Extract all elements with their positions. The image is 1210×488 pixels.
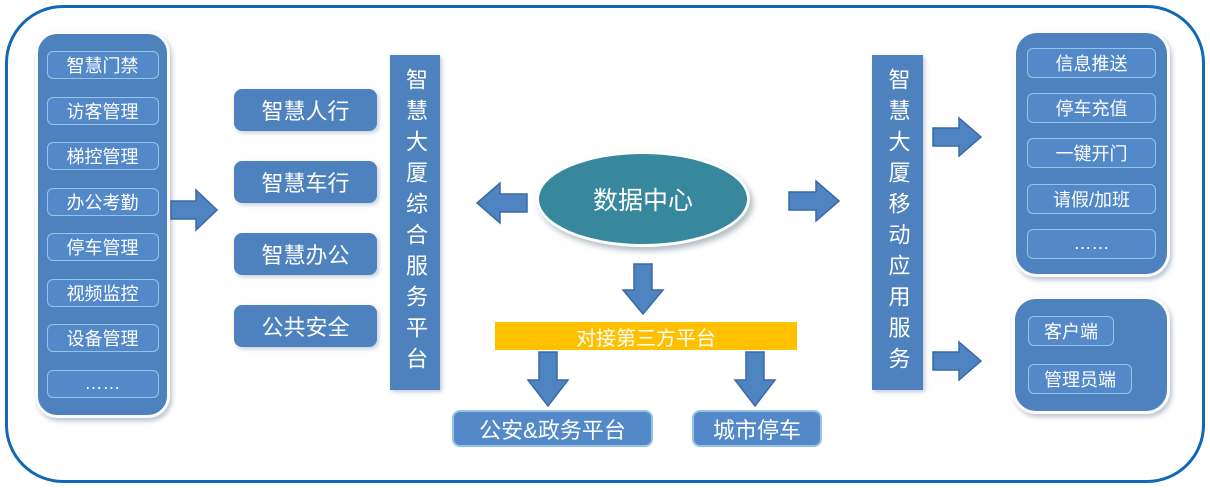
external-system-button: 公安&政务平台 xyxy=(452,410,653,447)
mobile-features-panel: 信息推送 停车充值 一键开门 请假/加班 …… xyxy=(1013,30,1170,277)
panel-item: 智慧门禁 xyxy=(46,51,159,80)
arrow-right-icon xyxy=(932,340,982,382)
panel-item-ellipsis: …… xyxy=(1027,228,1156,259)
platform-bar-label: 智慧大厦综合服务平台 xyxy=(403,67,428,378)
panel-item: 一键开门 xyxy=(1027,138,1156,169)
external-system-button: 城市停车 xyxy=(692,410,822,447)
arrow-right-icon xyxy=(170,188,218,232)
arrow-down-icon xyxy=(621,263,665,315)
panel-item: 访客管理 xyxy=(46,96,159,125)
arrow-right-icon xyxy=(932,116,982,158)
building-subsystems-panel: 智慧门禁 访客管理 梯控管理 办公考勤 停车管理 视频监控 设备管理 …… xyxy=(35,31,170,418)
platform-bar-label: 智慧大厦移动应用服务 xyxy=(885,67,911,378)
integrated-service-platform-bar: 智慧大厦综合服务平台 xyxy=(390,55,440,390)
module-button: 智慧办公 xyxy=(234,233,377,275)
module-button: 智慧人行 xyxy=(234,89,377,131)
panel-item: 客户端 xyxy=(1028,316,1114,347)
module-button: 公共安全 xyxy=(234,305,377,347)
panel-item: 请假/加班 xyxy=(1027,183,1156,214)
arrow-right-icon xyxy=(788,179,840,223)
arrow-left-icon xyxy=(476,181,528,225)
panel-item: 停车管理 xyxy=(46,233,159,262)
panel-item-ellipsis: …… xyxy=(46,369,159,398)
panel-item: 信息推送 xyxy=(1027,48,1156,79)
module-button: 智慧车行 xyxy=(234,161,377,203)
panel-item: 办公考勤 xyxy=(46,187,159,216)
mobile-app-service-bar: 智慧大厦移动应用服务 xyxy=(872,55,923,390)
panel-item: 视频监控 xyxy=(46,278,159,307)
panel-item: 管理员端 xyxy=(1028,363,1132,394)
panel-item: 设备管理 xyxy=(46,324,159,353)
data-center-label: 数据中心 xyxy=(592,187,693,215)
third-party-platform-bar: 对接第三方平台 xyxy=(495,322,797,350)
third-party-label: 对接第三方平台 xyxy=(576,327,716,350)
data-center-node: 数据中心 xyxy=(536,151,750,247)
arrow-down-icon xyxy=(733,351,777,407)
panel-item: 梯控管理 xyxy=(46,142,159,171)
client-apps-panel: 客户端 管理员端 xyxy=(1012,296,1170,414)
panel-item: 停车充值 xyxy=(1027,93,1156,124)
arrow-down-icon xyxy=(526,351,570,407)
